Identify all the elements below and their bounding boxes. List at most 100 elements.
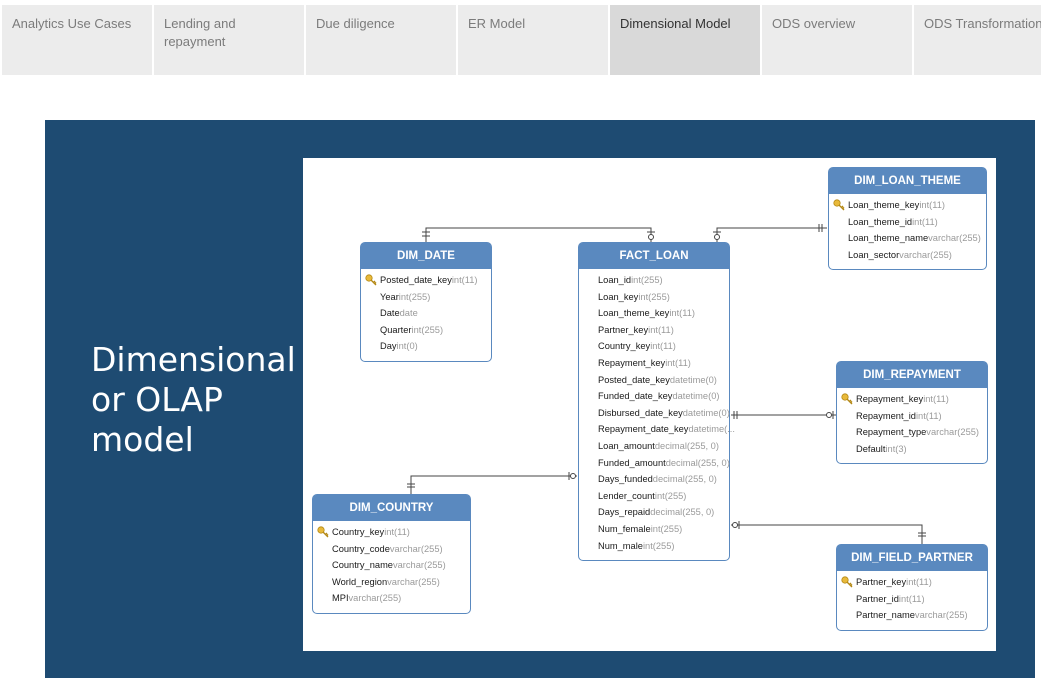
column-row: Days_repaiddecimal(255, 0) — [579, 504, 729, 521]
column-name: Loan_theme_id — [848, 216, 913, 227]
column-type: int(11) — [669, 308, 696, 319]
column-type: int(11) — [451, 275, 478, 285]
column-row: Loan_theme_namevarchar(255) — [829, 230, 986, 247]
column-name: Partner_id — [856, 593, 899, 604]
column-name: Repayment_type — [856, 427, 927, 438]
column-type: int(11) — [919, 200, 946, 210]
column-name: Country_key — [332, 527, 385, 537]
tab-due-diligence[interactable]: Due diligence — [306, 5, 456, 75]
key-icon — [317, 526, 329, 538]
column-type: date — [399, 308, 418, 319]
table-dim-repayment[interactable]: DIM_REPAYMENT Repayment_keyint(11) Repay… — [836, 361, 988, 465]
table-title: DIM_FIELD_PARTNER — [837, 545, 987, 571]
table-dim-date[interactable]: DIM_DATE Posted_date_keyint(11) Yearint(… — [360, 242, 492, 362]
table-columns: Loan_idint(255) Loan_keyint(255) Loan_th… — [579, 269, 735, 560]
column-type: varchar(255) — [389, 543, 443, 554]
column-row: Country_codevarchar(255) — [313, 541, 470, 558]
column-name: Posted_date_key — [380, 275, 452, 285]
column-type: int(0) — [396, 341, 418, 352]
table-title: DIM_LOAN_THEME — [829, 168, 986, 194]
key-icon — [833, 199, 845, 211]
table-title: DIM_REPAYMENT — [837, 362, 987, 388]
column-type: int(11) — [650, 341, 676, 352]
column-type: int(255) — [638, 291, 670, 302]
column-type: varchar(255) — [928, 233, 981, 244]
column-name: Loan_id — [598, 275, 632, 285]
column-type: int(11) — [906, 577, 932, 587]
column-row: Disbursed_date_keydatetime(0) — [579, 405, 730, 422]
column-type: int(11) — [898, 593, 925, 604]
column-row: Lender_countint(255) — [579, 488, 729, 505]
column-row: Posted_date_keyint(11) — [361, 272, 491, 289]
column-name: Loan_sector — [848, 249, 900, 260]
column-row: Dayint(0) — [361, 338, 491, 355]
tab-er-model[interactable]: ER Model — [458, 5, 608, 75]
table-dim-loan-theme[interactable]: DIM_LOAN_THEME Loan_theme_keyint(11) Loa… — [828, 167, 987, 271]
column-name: Funded_amount — [598, 457, 666, 468]
tab-dimensional-model[interactable]: Dimensional Model — [610, 5, 760, 75]
column-type: varchar(255) — [899, 249, 952, 260]
column-name: Loan_amount — [598, 440, 655, 451]
table-columns: Posted_date_keyint(11) Yearint(255) Date… — [361, 269, 491, 361]
column-row: Days_fundeddecimal(255, 0) — [579, 471, 729, 488]
column-name: Partner_key — [598, 324, 649, 335]
column-name: Funded_date_key — [598, 391, 673, 402]
table-columns: Partner_keyint(11) Partner_idint(11) Par… — [837, 571, 987, 630]
relationship-lines — [407, 224, 926, 544]
column-row: Datedate — [361, 305, 491, 322]
column-row: Loan_theme_idint(11) — [829, 214, 986, 231]
column-type: varchar(255) — [914, 610, 968, 621]
column-type: int(255) — [411, 324, 444, 335]
table-title: DIM_COUNTRY — [313, 495, 470, 521]
column-name: Days_funded — [598, 474, 653, 485]
column-name: Quarter — [380, 324, 412, 335]
column-row: Partner_keyint(11) — [579, 322, 729, 339]
table-columns: Loan_theme_keyint(11) Loan_theme_idint(1… — [829, 194, 986, 269]
column-name: Days_repaid — [598, 507, 651, 518]
column-row: Funded_date_keydatetime(0) — [579, 388, 729, 405]
er-diagram-canvas: DIM_DATE Posted_date_keyint(11) Yearint(… — [303, 158, 996, 651]
tab-analytics-use-cases[interactable]: Analytics Use Cases — [2, 5, 152, 75]
table-title: FACT_LOAN — [579, 243, 729, 269]
column-type: decimal(255, 0) — [650, 507, 715, 518]
column-type: int(11) — [915, 410, 942, 421]
tab-lending-and-repayment[interactable]: Lending and repayment — [154, 5, 304, 75]
table-columns: Repayment_keyint(11) Repayment_idint(11)… — [837, 388, 987, 463]
column-name: Posted_date_key — [598, 374, 670, 385]
column-row: Country_keyint(11) — [313, 524, 470, 541]
column-row: Country_keyint(11) — [579, 338, 729, 355]
column-name: World_region — [332, 576, 388, 587]
table-fact-loan[interactable]: FACT_LOAN Loan_idint(255) Loan_keyint(25… — [578, 242, 735, 562]
column-name: Default — [856, 443, 886, 454]
column-name: Year — [380, 291, 399, 302]
column-row: Quarterint(255) — [361, 322, 491, 339]
column-row: Loan_idint(255) — [579, 272, 729, 289]
column-type: int(255) — [654, 490, 687, 501]
column-name: Country_code — [332, 543, 390, 554]
column-row: Repayment_keyint(11) — [579, 355, 729, 372]
column-type: int(255) — [642, 540, 675, 551]
tab-ods-transformation[interactable]: ODS Transformation — [914, 5, 1041, 75]
column-row: Loan_sectorvarchar(255) — [829, 247, 986, 264]
column-type: varchar(255) — [387, 576, 440, 587]
tab-ods-overview[interactable]: ODS overview — [762, 5, 912, 75]
column-type: varchar(255) — [926, 427, 980, 438]
column-name: Partner_key — [856, 577, 907, 587]
table-title: DIM_DATE — [361, 243, 491, 269]
column-name: Num_male — [598, 540, 643, 551]
column-type: datetime(0) — [682, 407, 730, 418]
column-type: int(11) — [912, 216, 938, 227]
column-type: int(255) — [398, 291, 431, 302]
column-type: int(11) — [665, 357, 691, 368]
column-row: Num_femaleint(255) — [579, 521, 729, 538]
panel-title: Dimensional or OLAP model — [91, 340, 296, 459]
column-type: decimal(255, 0) — [654, 440, 719, 451]
table-dim-country[interactable]: DIM_COUNTRY Country_keyint(11) Country_c… — [312, 494, 471, 614]
column-row: Repayment_date_keydatetime(... — [579, 421, 735, 438]
column-row: MPIvarchar(255) — [313, 590, 470, 607]
column-name: Partner_name — [856, 610, 915, 621]
table-dim-field-partner[interactable]: DIM_FIELD_PARTNER Partner_keyint(11) Par… — [836, 544, 988, 631]
column-type: datetime(... — [688, 424, 735, 435]
column-type: datetime(0) — [669, 374, 717, 385]
column-type: int(255) — [631, 275, 663, 285]
